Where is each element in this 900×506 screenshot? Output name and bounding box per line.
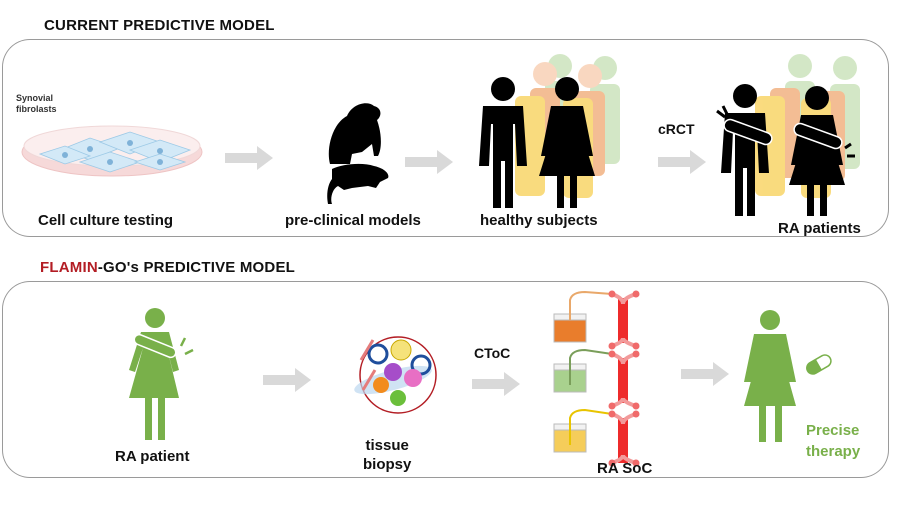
patient-icon xyxy=(129,308,194,440)
crct-label: cRCT xyxy=(658,121,695,137)
tissue-biopsy-label: tissue biopsy xyxy=(363,436,411,474)
ra-soc-label: RA SoC xyxy=(597,460,653,477)
woman-pill-icon xyxy=(744,310,832,442)
arrow-icon xyxy=(405,150,453,174)
flamingo-model-panel-right xyxy=(440,281,889,478)
precise-therapy-line2: therapy xyxy=(806,443,861,460)
tissue-biopsy-line2: biopsy xyxy=(363,456,412,473)
arrow-icon xyxy=(263,368,311,392)
precise-therapy-label: Precise therapy xyxy=(806,420,860,462)
ra-patient-label: RA patient xyxy=(115,448,190,465)
people-icon xyxy=(479,54,620,208)
ctoc-label: CToC xyxy=(474,345,511,361)
petri-dish-icon xyxy=(21,125,203,177)
tissue-biopsy-line1: tissue xyxy=(365,437,409,454)
precise-therapy-line1: Precise xyxy=(806,422,860,439)
arrow-icon xyxy=(225,146,273,170)
cell-culture-label: Cell culture testing xyxy=(38,212,174,229)
current-model-title: CURRENT PREDICTIVE MODEL xyxy=(44,17,275,34)
patients-icon xyxy=(716,54,860,216)
healthy-subjects-label: healthy subjects xyxy=(480,212,598,229)
arrow-icon xyxy=(681,362,729,386)
pre-clinical-label: pre-clinical models xyxy=(285,212,421,229)
flamingo-title-rest: -GO's PREDICTIVE MODEL xyxy=(97,259,296,276)
tissue-biopsy-icon xyxy=(354,336,437,414)
flamingo-model-title: FLAMIN-GO's PREDICTIVE MODEL xyxy=(40,259,295,276)
synovium-on-chip-icon xyxy=(553,290,640,467)
ra-patients-label: RA patients xyxy=(778,220,861,237)
monkey-rat-icon xyxy=(327,103,389,204)
synovial-fibroblasts-label: Synovial fibrolasts xyxy=(16,93,57,114)
flamingo-title-highlight: FLAMIN xyxy=(40,259,98,276)
arrow-icon xyxy=(472,372,520,396)
arrow-icon xyxy=(658,150,706,174)
